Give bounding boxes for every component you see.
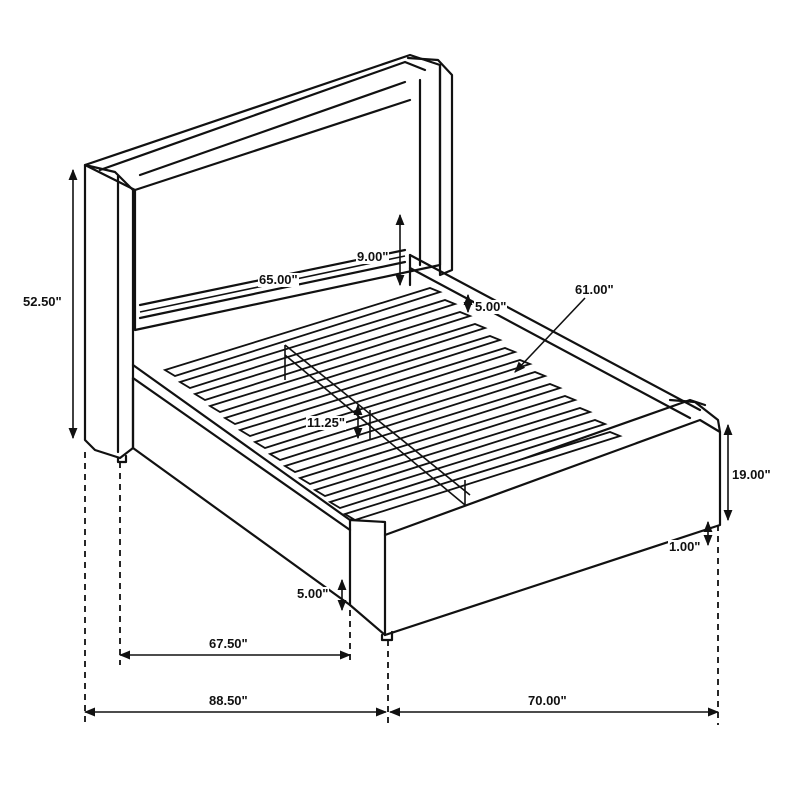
footboard: [348, 518, 387, 637]
center-support-height-label: 11.25": [306, 415, 346, 430]
inner-length-label: 67.50": [208, 636, 249, 651]
slat-length-label: 61.00": [574, 282, 615, 297]
center-support-rail: [284, 344, 471, 496]
footboard-height-label: 19.00": [731, 467, 772, 482]
right-side-rail: [408, 253, 702, 412]
slats: [162, 287, 623, 521]
headboard-inner-trim: [138, 80, 407, 177]
dim-line-slat-leader: [514, 297, 586, 373]
rail-height-label: 5.00": [474, 299, 508, 314]
floor-clearance-label: 1.00": [668, 539, 702, 554]
left-side-rail: [131, 363, 352, 522]
headboard-panel: [83, 53, 442, 332]
leg-height-label: 5.00": [296, 586, 330, 601]
headboard-left-wing: [83, 163, 135, 460]
headboard-height-label: 52.50": [22, 294, 63, 309]
panel-gap-label: 9.00": [356, 249, 390, 264]
overall-length-label: 88.50": [208, 693, 249, 708]
front-leg: [380, 630, 394, 642]
back-leg: [116, 454, 128, 464]
headboard-right-wing: [406, 56, 454, 277]
overall-width-label: 70.00": [527, 693, 568, 708]
headboard-width-label: 65.00": [258, 272, 299, 287]
